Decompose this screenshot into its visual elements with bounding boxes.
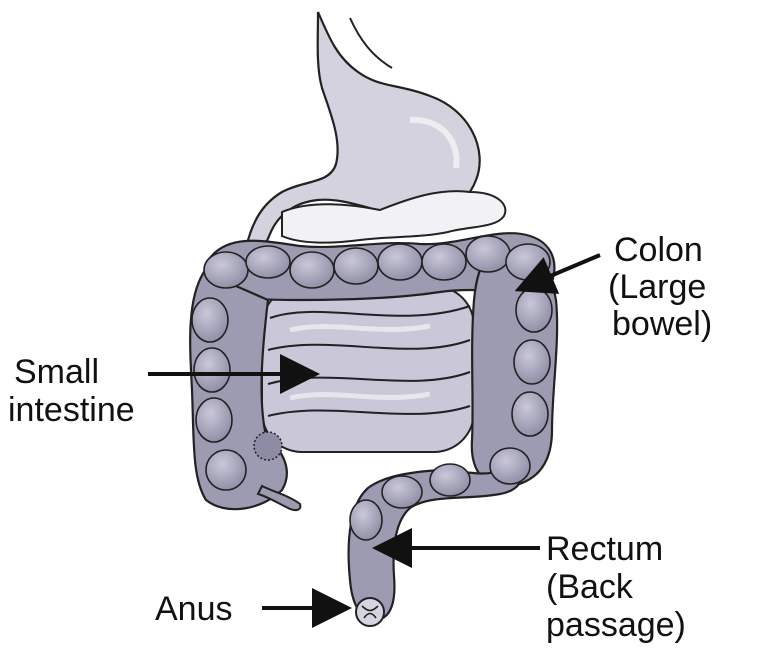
colon-label-line1: Colon xyxy=(614,233,703,267)
anus-label: Anus xyxy=(155,592,233,626)
rectum-label-line2: (Back xyxy=(546,570,633,604)
rectum-label-line1: Rectum xyxy=(546,532,663,566)
small-intestine-illustration xyxy=(262,286,474,452)
small-intestine-label-line1: Small xyxy=(14,355,99,389)
colon-label-line3: bowel) xyxy=(612,307,712,341)
rectum-label-line3: passage) xyxy=(546,608,686,642)
small-intestine-label-line2: intestine xyxy=(8,393,135,427)
colon-label-line2: (Large xyxy=(608,270,706,304)
